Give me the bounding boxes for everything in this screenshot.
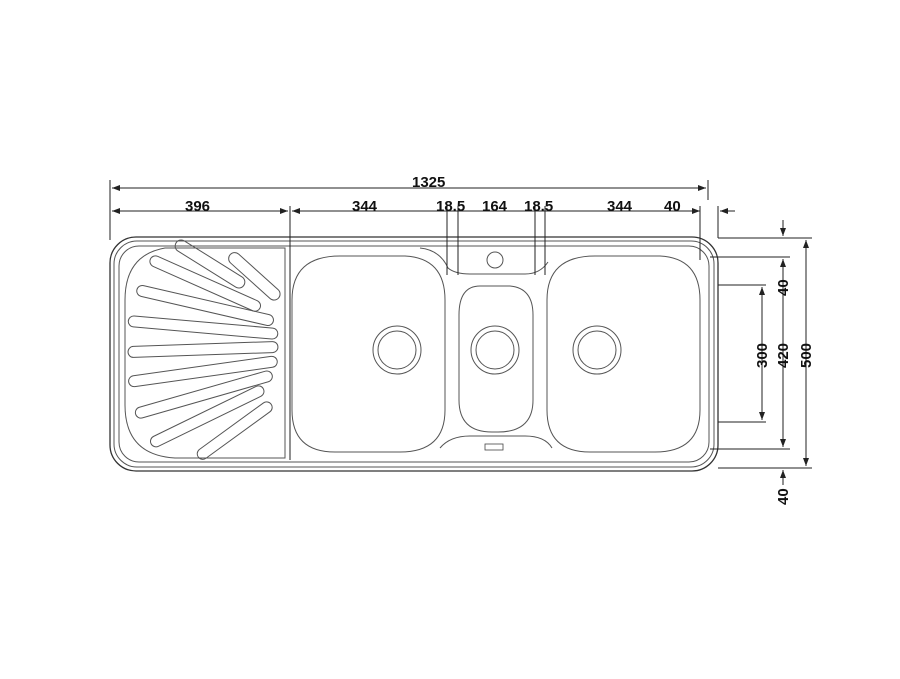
drainer-ribs [127, 239, 281, 460]
dim-inner-depth: 420 [775, 343, 792, 368]
sink-outline [109, 236, 719, 472]
dim-center-bowl: 164 [482, 198, 508, 215]
top-dimensions: 1325 396 344 18.5 164 18.5 344 40 [109, 174, 735, 460]
dim-bowl-depth: 300 [754, 343, 771, 368]
dim-left-bowl: 344 [352, 198, 378, 215]
dim-right-divider: 18.5 [524, 198, 553, 215]
drainer-board [124, 239, 286, 460]
tap-hole-icon [486, 251, 504, 269]
dim-left-divider: 18.5 [436, 198, 465, 215]
dim-right-bowl: 344 [607, 198, 633, 215]
left-drain-icon [372, 325, 422, 375]
dim-overall-depth: 500 [798, 343, 815, 368]
left-bowl [291, 255, 446, 453]
dim-drainer: 396 [185, 198, 210, 215]
right-drain-icon [572, 325, 622, 375]
dim-bottom-offset: 40 [775, 488, 792, 505]
center-bowl [419, 247, 553, 451]
brand-logo [484, 443, 504, 451]
dim-top-offset: 40 [775, 279, 792, 296]
center-drain-icon [470, 325, 520, 375]
dim-overall-width: 1325 [412, 174, 445, 191]
right-bowl [546, 255, 701, 453]
dim-right-rim: 40 [664, 198, 681, 215]
side-dimensions: 40 300 420 500 40 [710, 220, 815, 505]
